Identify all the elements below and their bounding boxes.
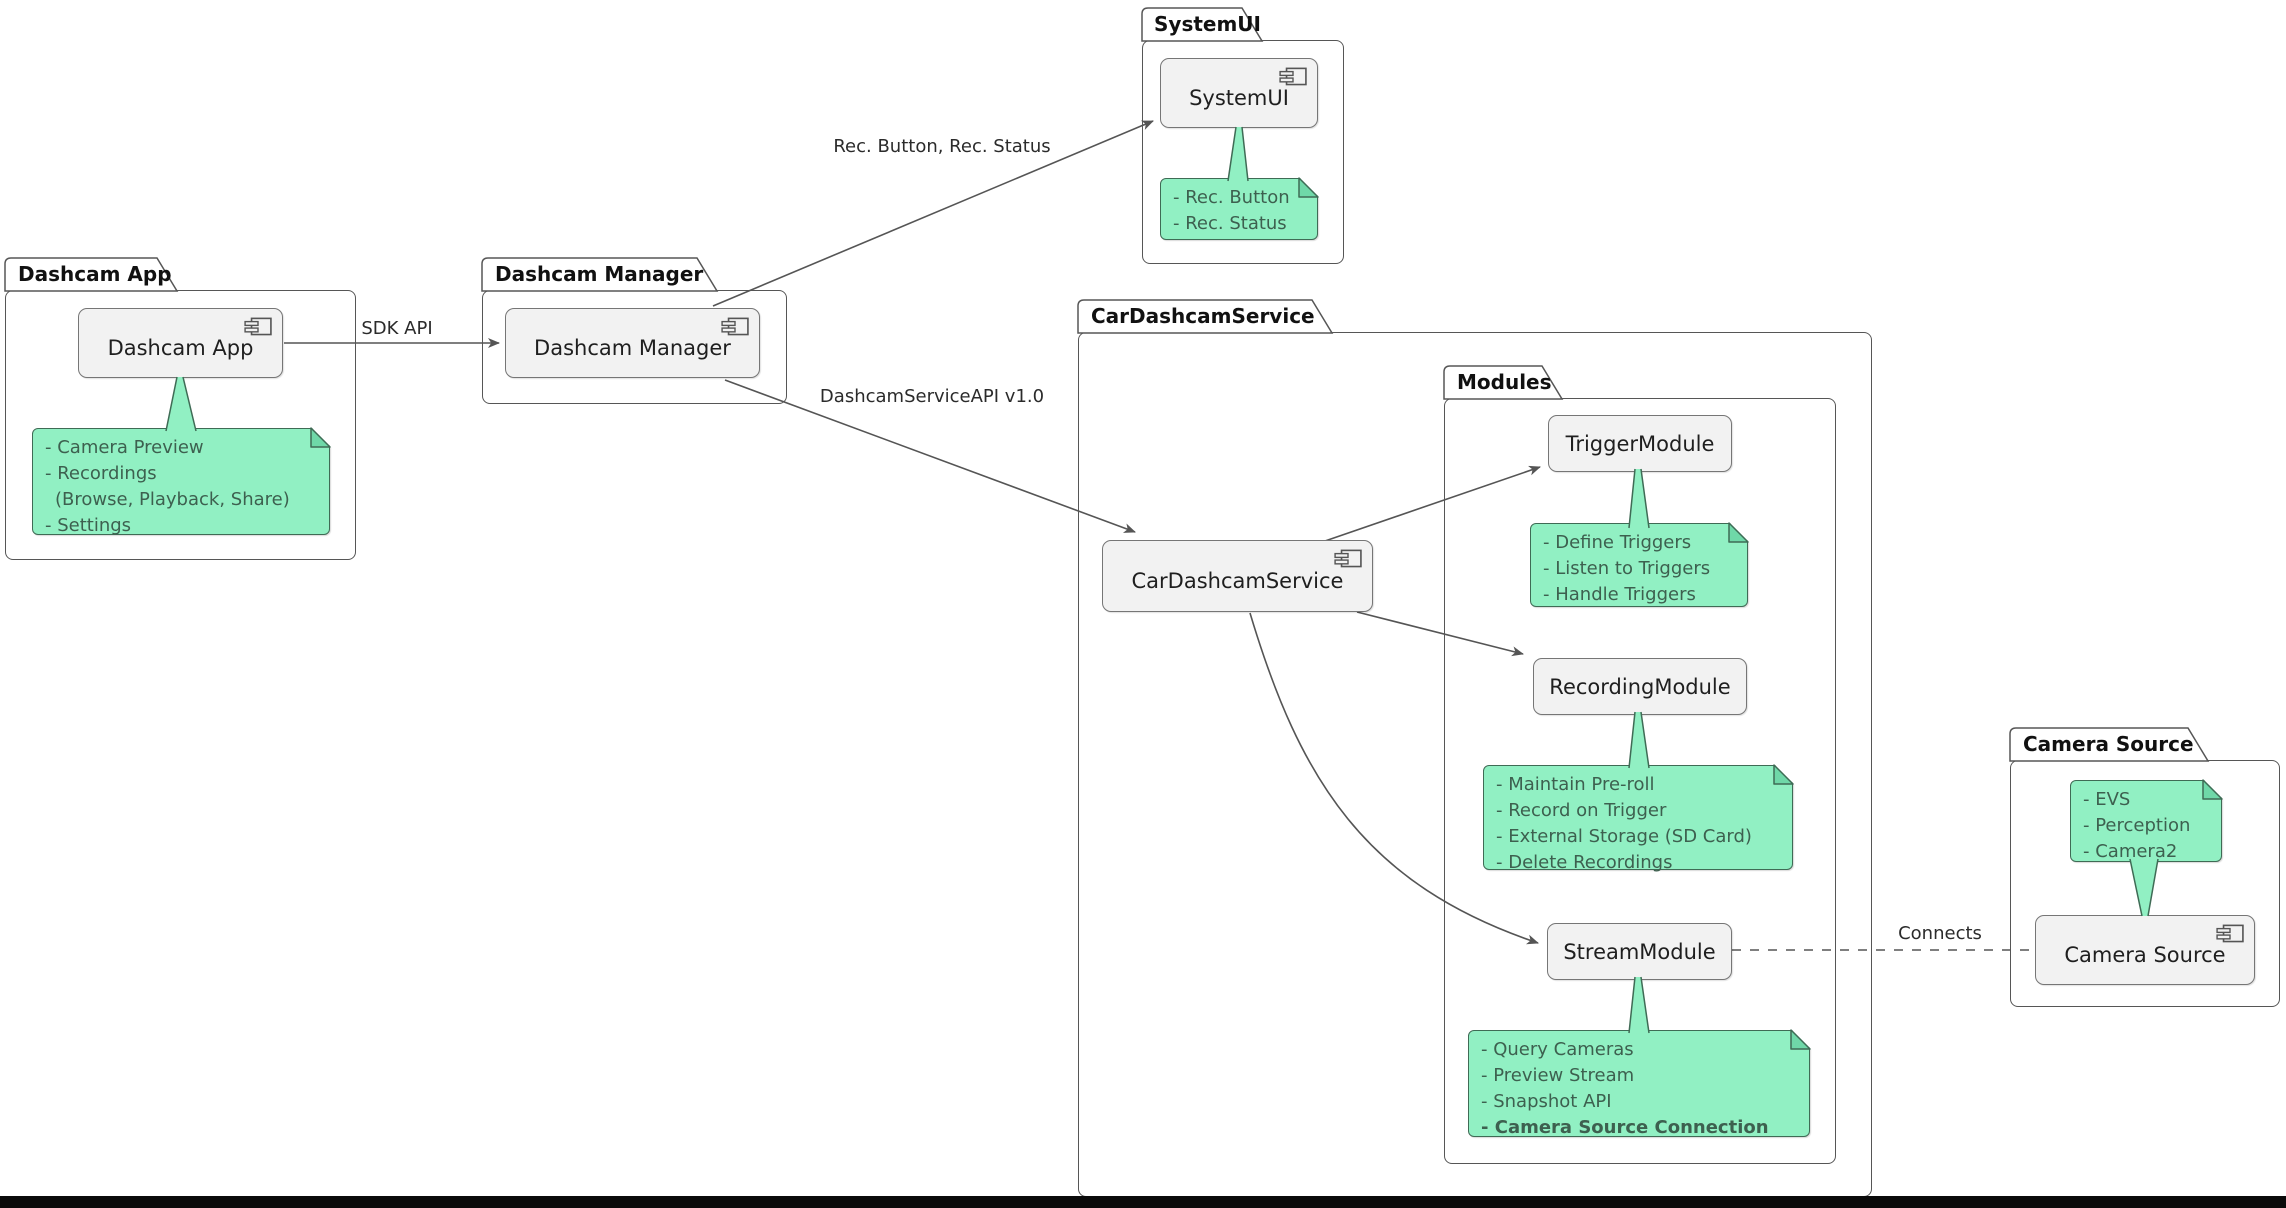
note-line: - Settings	[45, 515, 132, 536]
component-camera-source: Camera Source	[2035, 915, 2255, 985]
component-label: Dashcam Manager	[534, 336, 731, 360]
package-title-cardashcamservice: CarDashcamService	[1091, 304, 1315, 328]
component-label: Camera Source	[2064, 943, 2226, 967]
package-title-modules: Modules	[1457, 370, 1552, 394]
component-icon	[1279, 67, 1307, 86]
package-title-systemui: SystemUI	[1154, 12, 1261, 36]
edge-label-dashcamserviceapi: DashcamServiceAPI v1.0	[819, 386, 1045, 407]
edge-label-connects: Connects	[1898, 923, 1982, 944]
note-line: - Rec. Button	[1173, 187, 1290, 208]
note-line: - Listen to Triggers	[1543, 558, 1711, 579]
note-line: - External Storage (SD Card)	[1496, 826, 1752, 847]
component-icon	[1334, 549, 1362, 568]
note-line: - Camera Preview	[45, 437, 204, 458]
note-systemui: - Rec. Button - Rec. Status	[1160, 178, 1318, 240]
component-systemui: SystemUI	[1160, 58, 1318, 128]
note-line: - Camera2	[2083, 841, 2178, 862]
note-line: (Browse, Playback, Share)	[55, 489, 290, 510]
note-line: - Maintain Pre-roll	[1496, 774, 1655, 795]
component-recordingmodule: RecordingModule	[1533, 658, 1747, 715]
component-dashcam-app: Dashcam App	[78, 308, 283, 378]
note-line: - Handle Triggers	[1543, 584, 1696, 605]
component-label: RecordingModule	[1549, 674, 1731, 699]
note-triggermodule: - Define Triggers - Listen to Triggers -…	[1530, 523, 1748, 607]
component-cardashcamservice: CarDashcamService	[1102, 540, 1373, 612]
package-title-camera-source: Camera Source	[2023, 732, 2194, 756]
component-icon	[2216, 924, 2244, 943]
note-line: - Snapshot API	[1481, 1091, 1612, 1112]
note-line: - Perception	[2083, 815, 2191, 836]
note-line: - Recordings	[45, 463, 157, 484]
component-icon	[721, 317, 749, 336]
note-streammodule: - Query Cameras - Preview Stream - Snaps…	[1468, 1030, 1810, 1138]
edge-label-sdk-api: SDK API	[361, 318, 433, 339]
note-recordingmodule: - Maintain Pre-roll - Record on Trigger …	[1483, 765, 1793, 873]
note-camera-source: - EVS - Perception - Camera2	[2070, 780, 2222, 862]
package-title-dashcam-manager: Dashcam Manager	[495, 262, 704, 286]
note-line: - Camera Source Connection	[1481, 1117, 1769, 1138]
component-label: CarDashcamService	[1131, 569, 1344, 593]
component-streammodule: StreamModule	[1547, 923, 1732, 980]
component-label: TriggerModule	[1565, 431, 1715, 456]
note-line: - Rec. Status	[1173, 213, 1287, 234]
note-dashcam-app: - Camera Preview - Recordings (Browse, P…	[32, 428, 330, 536]
note-line: - Preview Stream	[1481, 1065, 1635, 1086]
note-line: - Delete Recordings	[1496, 852, 1673, 873]
component-triggermodule: TriggerModule	[1548, 415, 1732, 472]
note-line: - Define Triggers	[1543, 532, 1692, 553]
component-label: SystemUI	[1189, 86, 1289, 110]
note-line: - Query Cameras	[1481, 1039, 1634, 1060]
component-dashcam-manager: Dashcam Manager	[505, 308, 760, 378]
component-label: StreamModule	[1563, 939, 1716, 964]
component-label: Dashcam App	[107, 336, 254, 360]
edge-label-rec-button-status: Rec. Button, Rec. Status	[833, 136, 1051, 157]
note-line: - Record on Trigger	[1496, 800, 1667, 821]
component-icon	[244, 317, 272, 336]
bottom-black-bar	[0, 1196, 2286, 1208]
package-title-dashcam-app: Dashcam App	[18, 262, 172, 286]
note-line: - EVS	[2083, 789, 2131, 810]
